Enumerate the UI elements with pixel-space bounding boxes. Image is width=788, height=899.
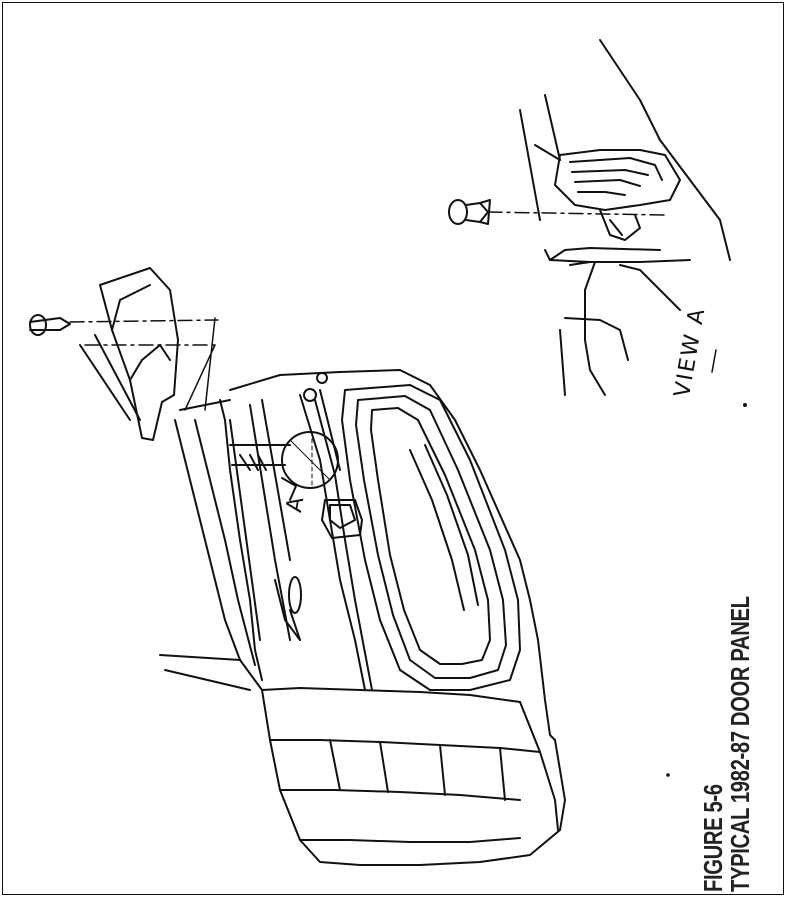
guide-lines bbox=[184, 317, 216, 411]
callout-circle bbox=[281, 431, 339, 501]
dash-line-view-a bbox=[487, 211, 666, 216]
door-panel-body bbox=[159, 369, 566, 866]
figure-caption: FIGURE 5-6 TYPICAL 1982-87 DOOR PANEL bbox=[698, 596, 755, 892]
speck-2 bbox=[666, 773, 670, 777]
lock-knob bbox=[303, 372, 328, 402]
figure-title: TYPICAL 1982-87 DOOR PANEL bbox=[725, 596, 755, 892]
figure-number: FIGURE 5-6 bbox=[698, 784, 728, 892]
screw-top-icon bbox=[29, 314, 71, 336]
speck bbox=[743, 403, 747, 407]
upper-trim-piece bbox=[79, 267, 179, 441]
screw-view-a-icon bbox=[448, 199, 491, 225]
dash-line-1 bbox=[69, 319, 219, 323]
view-a-underline bbox=[711, 349, 717, 373]
view-a-detail bbox=[519, 39, 731, 396]
door-handle bbox=[321, 499, 363, 539]
